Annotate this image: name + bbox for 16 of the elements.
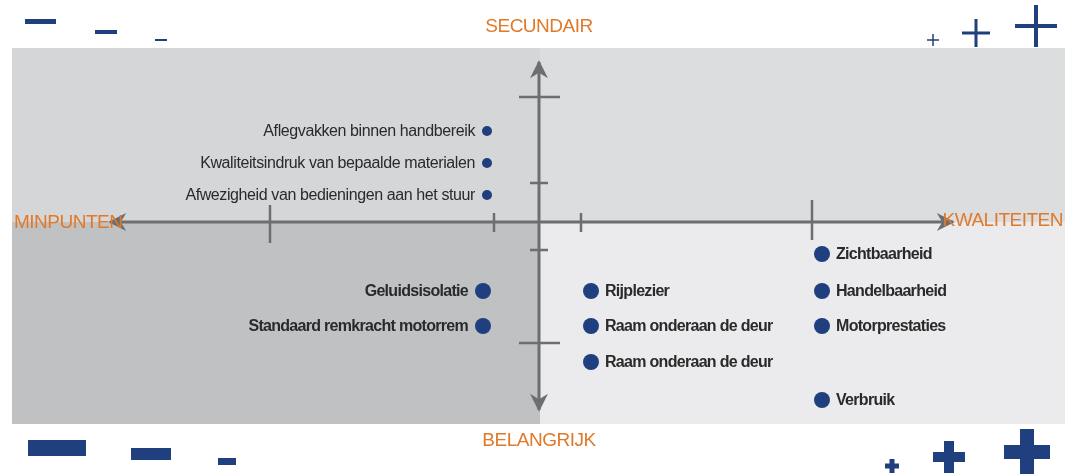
axis-label: BELANGRIJK (482, 429, 596, 451)
item-label: Motorprestaties (836, 317, 946, 335)
item-label: Verbruik (836, 391, 895, 409)
item-label: Standaard remkracht motorrem (248, 317, 468, 335)
item-label: Raam onderaan de deur (605, 353, 773, 371)
axis-label: MINPUNTEN (14, 211, 123, 233)
axis-label: KWALITEITEN (942, 209, 1063, 231)
item-label: Handelbaarheid (836, 282, 947, 300)
item-label: Zichtbaarheid (836, 245, 932, 263)
axis-label: SECUNDAIR (485, 15, 593, 37)
item-label: Geluidsisolatie (364, 282, 468, 300)
item-label: Raam onderaan de deur (605, 317, 773, 335)
item-label: Aflegvakken binnen handbereik (263, 122, 475, 140)
item-label: Rijplezier (605, 282, 670, 300)
item-label: Kwaliteitsindruk van bepaalde materialen (200, 154, 475, 172)
item-label: Afwezigheid van bedieningen aan het stuur (185, 186, 475, 204)
